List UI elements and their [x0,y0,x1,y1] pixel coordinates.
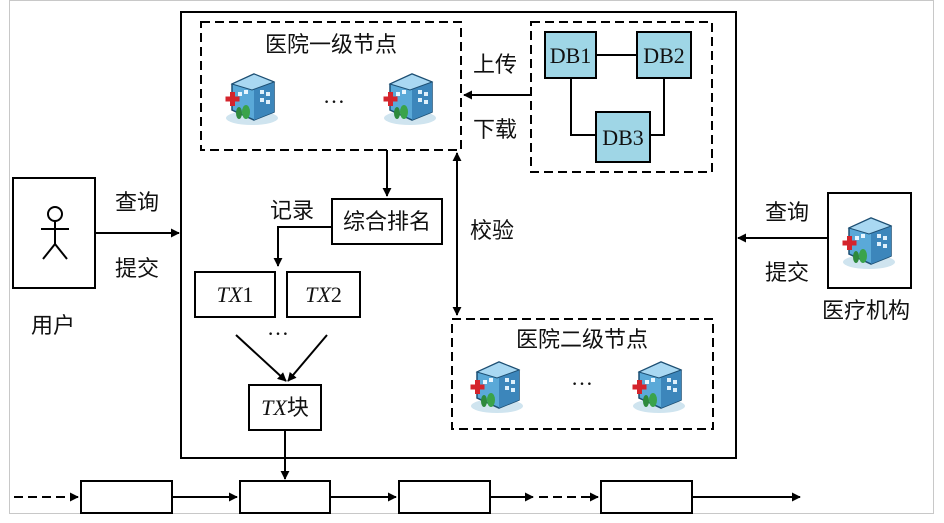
main-system-box [180,11,737,459]
db2-label: DB2 [643,43,685,68]
chain-block-4 [600,480,693,514]
db1-db3-link [570,78,596,136]
db1-box [544,31,597,79]
chain-block-2 [239,480,331,514]
db2-db3-link [650,78,665,136]
user-query-label: 查询 [115,191,159,216]
tx1-box [194,271,276,318]
db1-label: DB1 [550,43,592,68]
level1-ellipsis: … [323,83,345,108]
level1-node-title: 医院一级节点 [265,33,397,58]
user-submit-label: 提交 [115,257,159,282]
institution-query-label: 查询 [765,201,809,226]
level2-node-title: 医院二级节点 [516,328,648,353]
tx-block-label: TX块 [261,395,309,421]
verify-label: 校验 [470,219,514,244]
tx1-to-block-arrow [235,334,287,382]
user-label: 用户 [31,314,75,339]
hospital-icon [469,361,524,414]
ranking-box [331,198,443,245]
chain-block-3 [398,480,491,514]
ranking-label: 综合排名 [343,210,431,235]
record-label: 记录 [270,199,314,224]
tx2-label: TX2 [305,282,342,307]
tx-ellipsis: … [267,315,289,340]
record-arrow [273,226,332,267]
db3-label: DB3 [602,125,644,150]
database-group-box [530,21,713,173]
tx1-label: TX1 [217,282,254,307]
level2-ellipsis: … [571,365,593,390]
hospital-icon [382,73,437,126]
download-label: 下载 [473,118,517,143]
level2-node-box [451,318,714,430]
hospital-icon [224,73,279,126]
upload-label: 上传 [473,53,517,78]
tx2-to-block-arrow [287,334,328,382]
db2-box [636,31,692,79]
hospital-icon [631,361,686,414]
tx2-box [286,271,361,318]
institution-submit-label: 提交 [765,261,809,286]
level1-node-box [200,21,462,151]
institution-label: 医疗机构 [822,299,910,324]
chain-block-1 [80,480,173,514]
stick-figure-icon [41,206,69,260]
db3-box [595,111,651,163]
